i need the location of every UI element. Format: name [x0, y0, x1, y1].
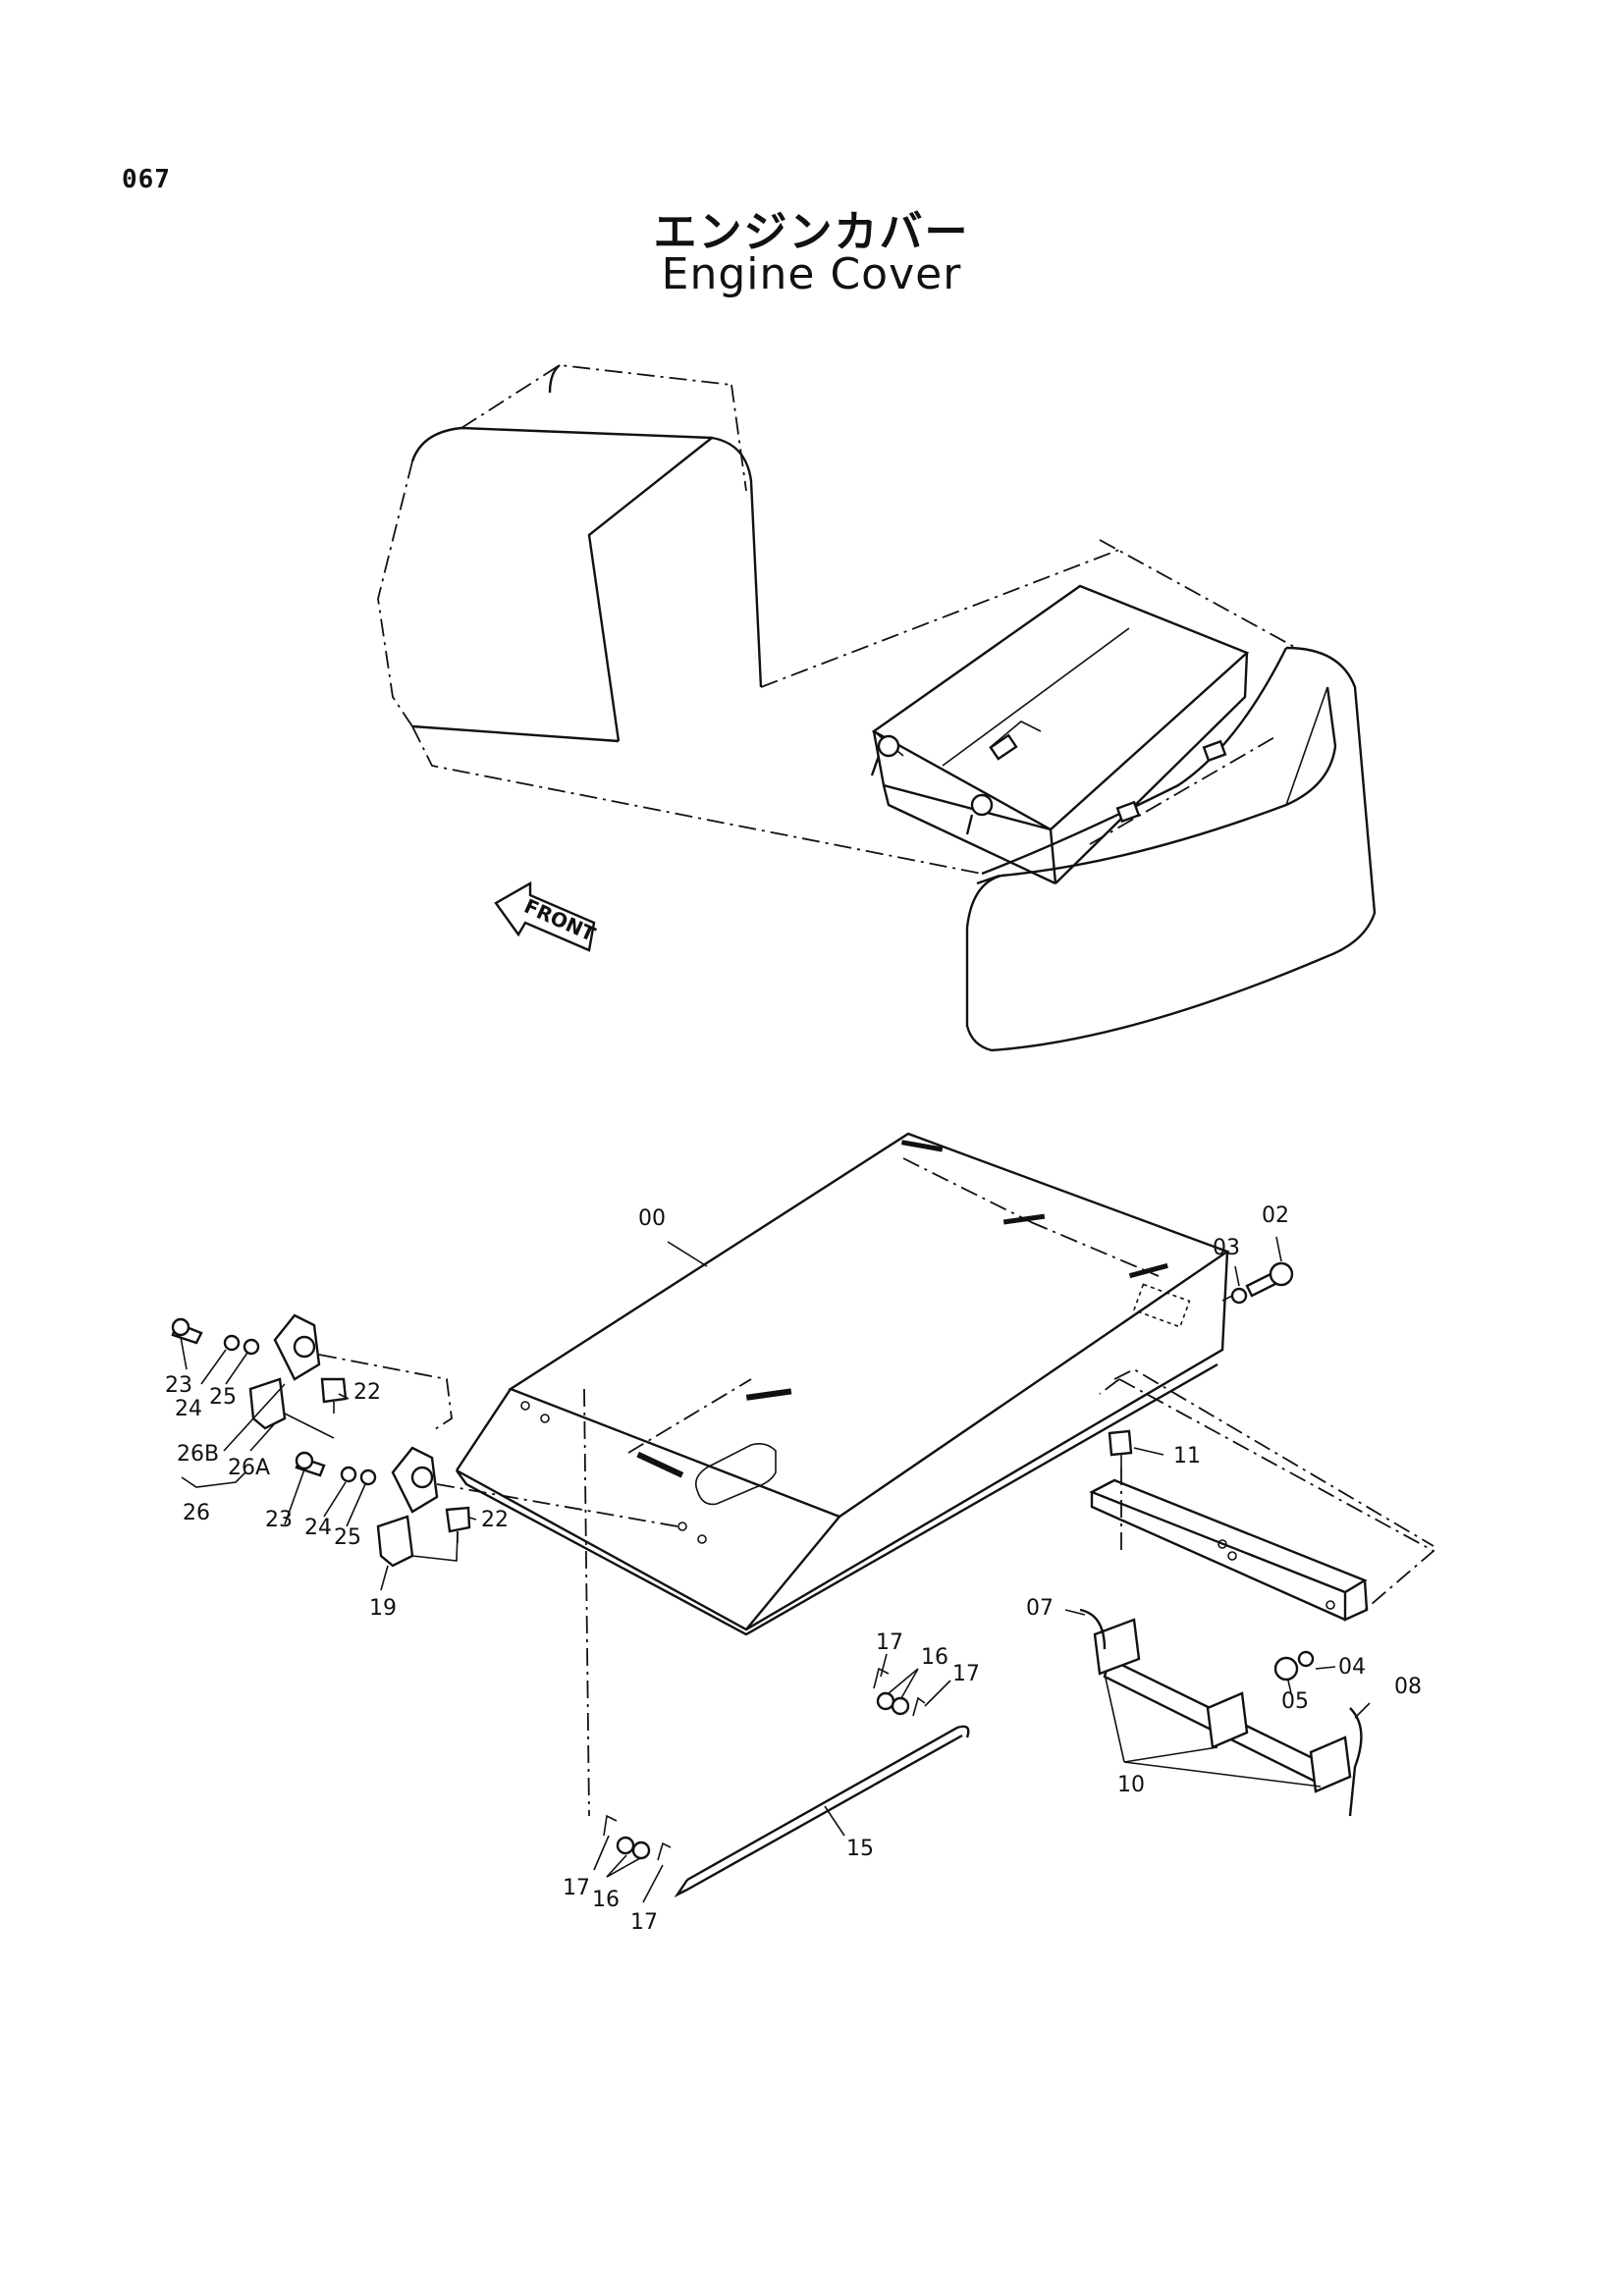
callout-22-a: 22	[353, 1380, 381, 1405]
callout-07: 07	[1026, 1596, 1054, 1621]
callout-17-c: 17	[563, 1876, 590, 1900]
callout-08: 08	[1394, 1675, 1422, 1699]
callout-26: 26	[183, 1501, 210, 1525]
front-arrow-icon: FRONT	[494, 881, 599, 952]
title-english: Engine Cover	[661, 249, 962, 299]
callout-24-b: 24	[304, 1516, 332, 1540]
machine-overview: FRONT	[377, 364, 1377, 1052]
callout-17-d: 17	[630, 1910, 658, 1935]
callout-25-a: 25	[209, 1385, 237, 1410]
callout-26b: 26B	[177, 1442, 219, 1467]
callout-24-a: 24	[175, 1397, 202, 1421]
callout-17-a: 17	[876, 1630, 903, 1655]
callout-02: 02	[1262, 1203, 1289, 1228]
callout-00: 00	[638, 1206, 666, 1231]
callout-23-a: 23	[165, 1373, 192, 1398]
latch-assembly-upper	[171, 1313, 348, 1430]
title-japanese: エンジンカバー	[653, 207, 970, 257]
callout-03: 03	[1213, 1236, 1240, 1260]
callout-04: 04	[1338, 1655, 1366, 1680]
callout-05: 05	[1281, 1689, 1309, 1714]
callout-16-a: 16	[921, 1645, 948, 1670]
latch-assembly-lower	[295, 1446, 471, 1568]
callout-10: 10	[1117, 1773, 1145, 1797]
callout-15: 15	[846, 1837, 874, 1861]
callout-17-b: 17	[952, 1662, 980, 1686]
callout-26a: 26A	[228, 1456, 270, 1480]
callout-25-b: 25	[334, 1525, 361, 1550]
callout-22-b: 22	[481, 1508, 509, 1532]
engine-cover-exploded: 00 02 03 11 07 04 05 08 10 15 17 16 17 1…	[165, 1132, 1435, 1935]
callout-11: 11	[1173, 1444, 1201, 1468]
callout-16-b: 16	[592, 1888, 620, 1912]
page-number: 067	[122, 165, 171, 194]
callout-23-b: 23	[265, 1508, 293, 1532]
callout-19: 19	[369, 1596, 397, 1621]
